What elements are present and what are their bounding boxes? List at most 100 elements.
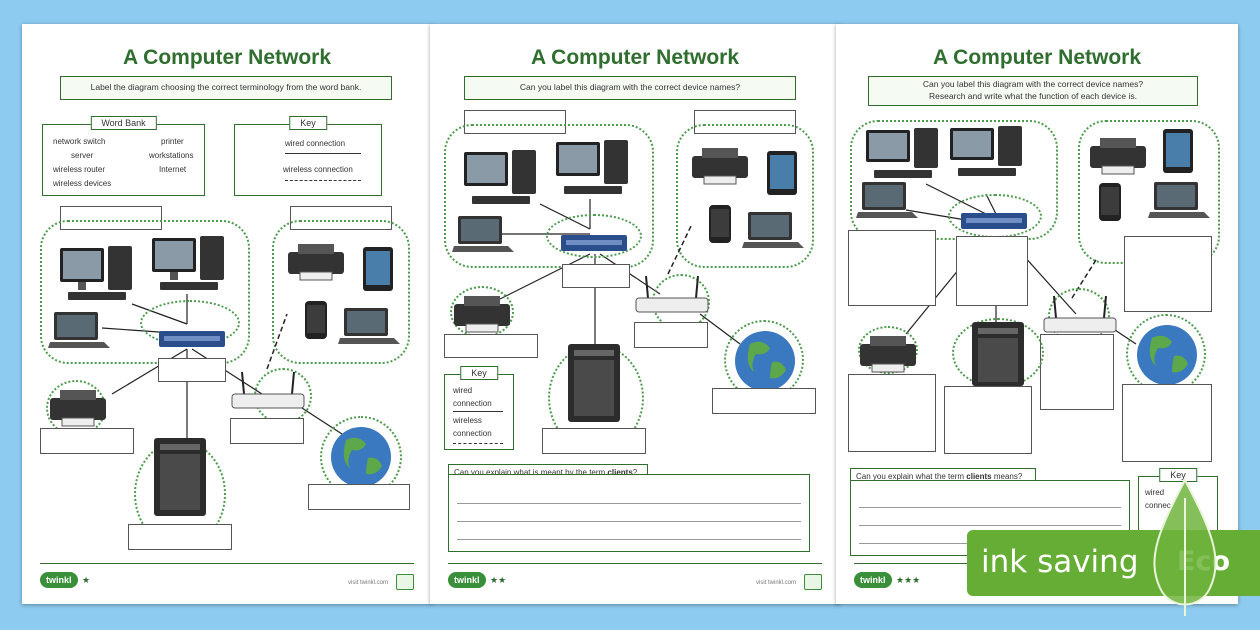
label-box[interactable] (158, 358, 226, 382)
question-suffix: means? (991, 472, 1023, 481)
question-term: clients (966, 472, 992, 481)
answer-area[interactable] (448, 474, 810, 552)
word-bank-title: Word Bank (90, 116, 157, 130)
answer-box[interactable] (956, 236, 1028, 306)
printer-icon (452, 294, 514, 339)
wired-line (285, 153, 361, 154)
eco-leaf-icon (1153, 478, 1217, 616)
visit-link[interactable]: visit twinkl.com (347, 580, 388, 586)
word-bank-item: wireless devices (53, 179, 112, 188)
key-wired-label: wired (453, 386, 473, 395)
server-icon (970, 320, 1026, 393)
wireless-devices-zone (272, 220, 410, 364)
tablet-icon (362, 246, 394, 297)
computer-icon (948, 124, 1032, 189)
network-switch-icon (158, 328, 226, 355)
quality-badge-icon (396, 574, 414, 590)
label-box[interactable] (542, 428, 646, 454)
word-bank-panel: Word Bank network switch printer server … (42, 116, 205, 196)
laptop-icon (452, 214, 516, 259)
globe-icon (1134, 322, 1200, 393)
key-panel: Key wired connection wireless connection (234, 116, 382, 196)
page-title: A Computer Network (530, 46, 740, 69)
label-box[interactable] (230, 418, 304, 444)
answer-box[interactable] (1122, 384, 1212, 462)
laptop-icon (1148, 180, 1212, 225)
workstations-zone (40, 220, 250, 364)
laptop-icon (338, 306, 402, 351)
key-wired-label-2: connection (453, 398, 492, 408)
worksheet-2: A Computer Network Can you label this di… (430, 24, 840, 604)
label-box[interactable] (694, 110, 796, 134)
worksheet-1: A Computer Network Label the diagram cho… (22, 24, 432, 604)
quality-badge-icon (804, 574, 822, 590)
footer-divider (40, 563, 414, 564)
label-box[interactable] (562, 264, 630, 288)
label-box[interactable] (40, 428, 134, 454)
word-bank-item: printer (161, 137, 184, 146)
server-icon (152, 436, 208, 523)
label-box[interactable] (308, 484, 410, 510)
label-box[interactable] (444, 334, 538, 358)
laptop-icon (48, 310, 112, 355)
key-wireless-label: wireless connection (283, 165, 353, 174)
wireless-router-icon (230, 370, 306, 417)
key-wireless-label: wireless (453, 416, 482, 425)
switch-zone (546, 214, 642, 258)
printer-icon (48, 388, 110, 433)
printer-zone (858, 326, 918, 374)
server-icon (566, 342, 622, 429)
key-title: Key (460, 366, 498, 380)
page-title: A Computer Network (932, 46, 1142, 69)
difficulty-stars: ★ (82, 575, 91, 585)
answer-box[interactable] (944, 386, 1032, 454)
eco-label: ink saving (981, 544, 1139, 580)
question-term: clients (607, 468, 633, 477)
computer-icon (150, 234, 234, 305)
wireless-devices-zone (676, 124, 814, 268)
label-box[interactable] (60, 206, 162, 230)
word-bank-item: workstations (149, 151, 194, 160)
question-suffix: ? (632, 468, 638, 477)
printer-icon (286, 242, 348, 287)
label-box[interactable] (128, 524, 232, 550)
question-text: Can you explain what is meant by the ter… (454, 468, 608, 477)
globe-icon (732, 328, 798, 399)
phone-icon (1098, 182, 1122, 227)
printer-icon (858, 334, 920, 379)
laptop-icon (742, 210, 806, 255)
word-bank-item: network switch (53, 137, 106, 146)
label-box[interactable] (464, 110, 566, 134)
network-switch-icon (960, 210, 1028, 237)
instruction-text: Can you label this diagram with the corr… (922, 79, 1144, 90)
workstations-zone (444, 124, 654, 268)
printer-icon (690, 146, 752, 191)
printer-icon (1088, 136, 1150, 181)
computer-icon (462, 148, 546, 219)
wireless-router-icon (1042, 294, 1118, 341)
computer-icon (58, 244, 142, 315)
label-box[interactable] (634, 322, 708, 348)
answer-box[interactable] (848, 374, 936, 452)
wired-line (453, 411, 503, 412)
footer-divider (448, 563, 822, 564)
visit-link[interactable]: visit twinkl.com (755, 580, 796, 586)
laptop-icon (856, 180, 920, 225)
answer-box[interactable] (1124, 236, 1212, 312)
label-box[interactable] (290, 206, 392, 230)
instruction-text: Label the diagram choosing the correct t… (90, 82, 362, 93)
answer-box[interactable] (1040, 334, 1114, 410)
twinkl-logo: twinkl (854, 572, 892, 588)
key-wired-label-2: connec (1145, 500, 1171, 510)
key-wireless-label-2: connection (453, 428, 492, 438)
twinkl-logo: twinkl (448, 572, 486, 588)
tablet-icon (766, 150, 798, 201)
instruction-box: Label the diagram choosing the correct t… (60, 76, 392, 100)
instruction-box: Can you label this diagram with the corr… (464, 76, 796, 100)
page-title: A Computer Network (122, 46, 332, 69)
difficulty-stars: ★★★ (896, 575, 921, 585)
label-box[interactable] (712, 388, 816, 414)
computer-icon (554, 138, 638, 209)
answer-box[interactable] (848, 230, 936, 306)
key-title: Key (289, 116, 327, 130)
